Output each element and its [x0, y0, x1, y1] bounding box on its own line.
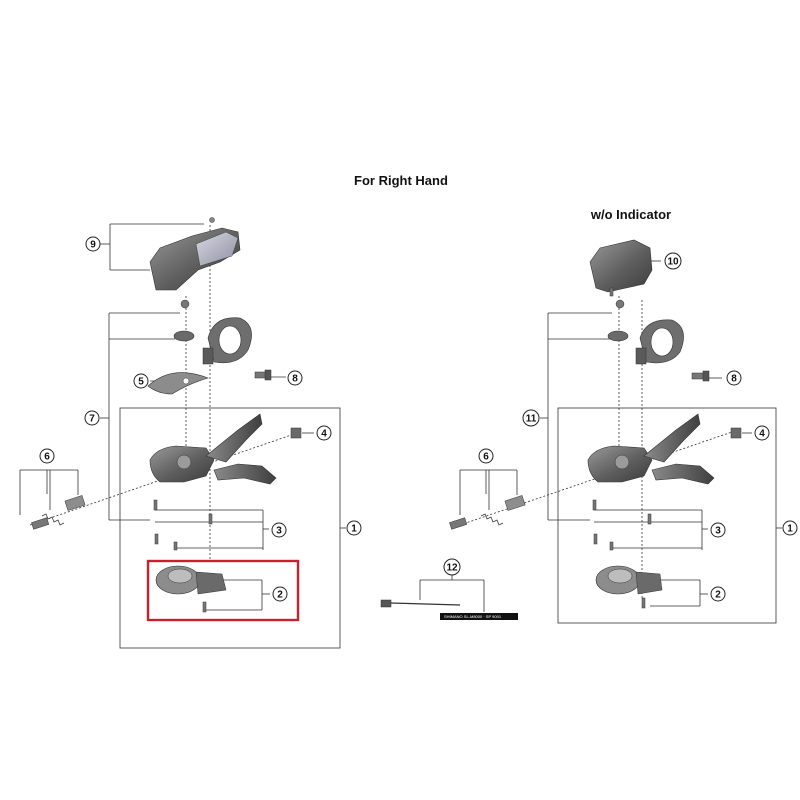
svg-text:8: 8	[292, 374, 298, 385]
callout-5: 5	[133, 373, 149, 389]
svg-text:10: 10	[667, 257, 679, 268]
callout-11: 11	[522, 409, 540, 427]
right-cable-cap-4	[730, 427, 742, 439]
callout-4-right: 4	[754, 425, 770, 441]
callout-8-left: 8	[287, 370, 303, 386]
callout-9: 9	[85, 236, 101, 252]
svg-text:3: 3	[276, 526, 282, 537]
svg-text:3: 3	[715, 526, 721, 537]
svg-text:8: 8	[731, 374, 737, 385]
left-top-cover	[149, 217, 241, 291]
right-clamp-bolt	[691, 370, 710, 382]
left-cable-cap-4	[290, 427, 302, 439]
right-screws-3	[592, 499, 652, 551]
left-shifter-body	[149, 413, 277, 485]
diagram-title: For Right Hand	[354, 173, 448, 188]
svg-text:1: 1	[787, 524, 793, 535]
svg-text:6: 6	[483, 452, 489, 463]
callouts: 9 8 5 7 4 6 3 1 2 10 8 11 4 6 3 1 2 12	[39, 236, 798, 602]
left-clamp-bolt	[254, 369, 272, 381]
left-plate-5	[147, 372, 209, 395]
highlighted-part-box	[146, 559, 300, 622]
right-shifter-body	[587, 413, 715, 485]
svg-text:5: 5	[138, 377, 144, 388]
callout-1-left: 1	[346, 520, 362, 536]
callout-6-right: 6	[478, 448, 494, 464]
svg-text:4: 4	[759, 429, 765, 440]
left-clamp-band	[173, 299, 252, 365]
callout-1-right: 1	[782, 520, 798, 536]
svg-text:4: 4	[321, 429, 327, 440]
callout-12: 12	[443, 558, 461, 576]
svg-text:11: 11	[526, 414, 537, 425]
svg-text:7: 7	[89, 414, 95, 425]
svg-text:6: 6	[44, 452, 50, 463]
svg-text:2: 2	[277, 590, 283, 601]
left-release-unit	[155, 565, 227, 613]
callout-2-right: 2	[710, 586, 726, 602]
callout-8-right: 8	[726, 370, 742, 386]
diagram-subtitle: w/o Indicator	[590, 207, 671, 222]
callout-4-left: 4	[316, 425, 332, 441]
right-top-cover	[589, 239, 653, 297]
callout-6-left: 6	[39, 448, 55, 464]
callout-2-left: 2	[272, 586, 288, 602]
left-screws-3	[153, 499, 213, 551]
callout-3-right: 3	[710, 522, 726, 538]
svg-text:12: 12	[446, 563, 458, 574]
left-assembly	[19, 223, 346, 649]
right-release-unit	[595, 565, 663, 609]
right-barrel-adjuster	[449, 495, 526, 530]
right-clamp-band	[607, 299, 684, 365]
svg-text:2: 2	[715, 590, 721, 601]
callout-3-left: 3	[271, 522, 287, 538]
callout-7: 7	[84, 410, 100, 426]
left-barrel-adjuster	[31, 495, 86, 530]
callout-10: 10	[664, 252, 682, 270]
cable-print-text: SHIMANO SL-M8000 · SP 9001	[444, 614, 502, 619]
svg-text:9: 9	[90, 240, 96, 251]
inner-cable-12: SHIMANO SL-M8000 · SP 9001	[380, 599, 518, 620]
svg-text:1: 1	[351, 524, 357, 535]
right-assembly	[419, 260, 782, 624]
